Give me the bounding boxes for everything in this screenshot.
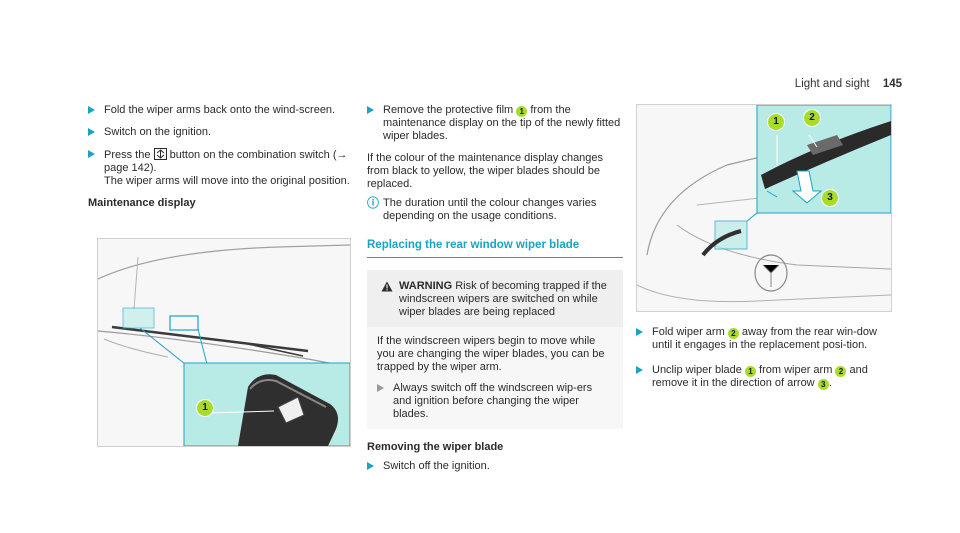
paragraph-colour-change: If the colour of the maintenance display… — [367, 152, 604, 190]
callout-1: 1 — [767, 113, 785, 131]
warning-title: WARNING — [399, 280, 453, 292]
warning-triangle-icon — [381, 281, 393, 292]
step-arrow-icon — [88, 128, 95, 136]
step-text: away from the rear win-dow until it enga… — [652, 326, 877, 351]
subheading-maintenance-display: Maintenance display — [88, 197, 196, 209]
step-fold-wipers: Fold the wiper arms back onto the wind-s… — [88, 104, 350, 117]
section-title-rear-wiper: Replacing the rear window wiper blade — [367, 239, 623, 258]
callout-3: 3 — [821, 189, 839, 207]
step-fold-rear-arm: Fold wiper arm 2 away from the rear win-… — [636, 326, 892, 352]
figure-rear-wiper: 1 2 3 — [636, 104, 892, 312]
step-text: . — [828, 377, 832, 389]
callout-number: 3 — [817, 379, 829, 390]
callout-number: 2 — [727, 328, 739, 339]
step-arrow-icon — [636, 328, 643, 336]
warning-header: WARNING Risk of becoming trapped if the … — [367, 270, 623, 327]
callout-2: 2 — [803, 109, 821, 127]
info-text: The duration until the colour changes va… — [383, 197, 597, 222]
callout-1: 1 — [196, 399, 214, 417]
step-text: Switch off the ignition. — [383, 460, 490, 472]
step-text: from the maintenance display on the tip … — [383, 104, 621, 142]
warning-box: WARNING Risk of becoming trapped if the … — [367, 270, 623, 429]
step-arrow-icon — [636, 366, 643, 374]
section-name: Light and sight — [794, 78, 870, 90]
column-1: Fold the wiper arms back onto the wind-s… — [88, 104, 350, 216]
step-ignition-on: Switch on the ignition. — [88, 126, 350, 139]
step-unclip-blade: Unclip wiper blade 1 from wiper arm 2 an… — [636, 364, 892, 390]
step-result-text: The wiper arms will move into the origin… — [104, 175, 350, 187]
step-text: Fold the wiper arms back onto the wind-s… — [104, 104, 336, 116]
step-text: and remove it in the direction of arrow — [652, 364, 868, 389]
step-text: button on the combination switch (→ page… — [104, 149, 348, 174]
step-arrow-icon — [367, 462, 374, 470]
info-note: ⓘ The duration until the colour changes … — [367, 197, 623, 223]
step-text: Press the — [104, 149, 151, 161]
subheading-removing-blade: Removing the wiper blade — [367, 441, 504, 453]
callout-number: 1 — [516, 106, 528, 117]
step-text: Fold wiper arm — [652, 326, 725, 338]
step-text: Unclip wiper blade — [652, 364, 742, 376]
step-ignition-off: Switch off the ignition. — [367, 460, 623, 473]
column-2: Remove the protective film 1 from the ma… — [367, 104, 623, 482]
step-press-button: Press the button on the combination swit… — [88, 148, 350, 188]
warning-step: Always switch off the windscreen wip-ers… — [377, 382, 613, 421]
step-text: Switch on the ignition. — [104, 126, 212, 138]
warning-body-text: If the windscreen wipers begin to move w… — [377, 335, 605, 373]
figure-windscreen-wiper: 1 — [97, 238, 351, 447]
step-text: Remove the protective film — [383, 104, 514, 116]
step-text: from wiper arm — [759, 364, 833, 376]
step-remove-film: Remove the protective film 1 from the ma… — [367, 104, 623, 143]
info-icon: ⓘ — [367, 196, 380, 210]
step-arrow-icon — [88, 150, 95, 158]
callout-number: 2 — [835, 366, 847, 377]
step-arrow-icon — [367, 106, 374, 114]
page-number: 145 — [882, 78, 902, 90]
callout-number: 1 — [744, 366, 756, 377]
warning-body: If the windscreen wipers begin to move w… — [367, 327, 623, 429]
wiper-switch-icon — [153, 148, 167, 160]
column-3: Fold wiper arm 2 away from the rear win-… — [636, 326, 892, 399]
warning-text: Risk of becoming trapped if the windscre… — [399, 280, 607, 318]
step-arrow-icon — [377, 384, 384, 392]
step-arrow-icon — [88, 106, 95, 114]
step-text: Always switch off the windscreen wip-ers… — [393, 382, 593, 420]
page-header: Light and sight 145 — [795, 78, 902, 90]
